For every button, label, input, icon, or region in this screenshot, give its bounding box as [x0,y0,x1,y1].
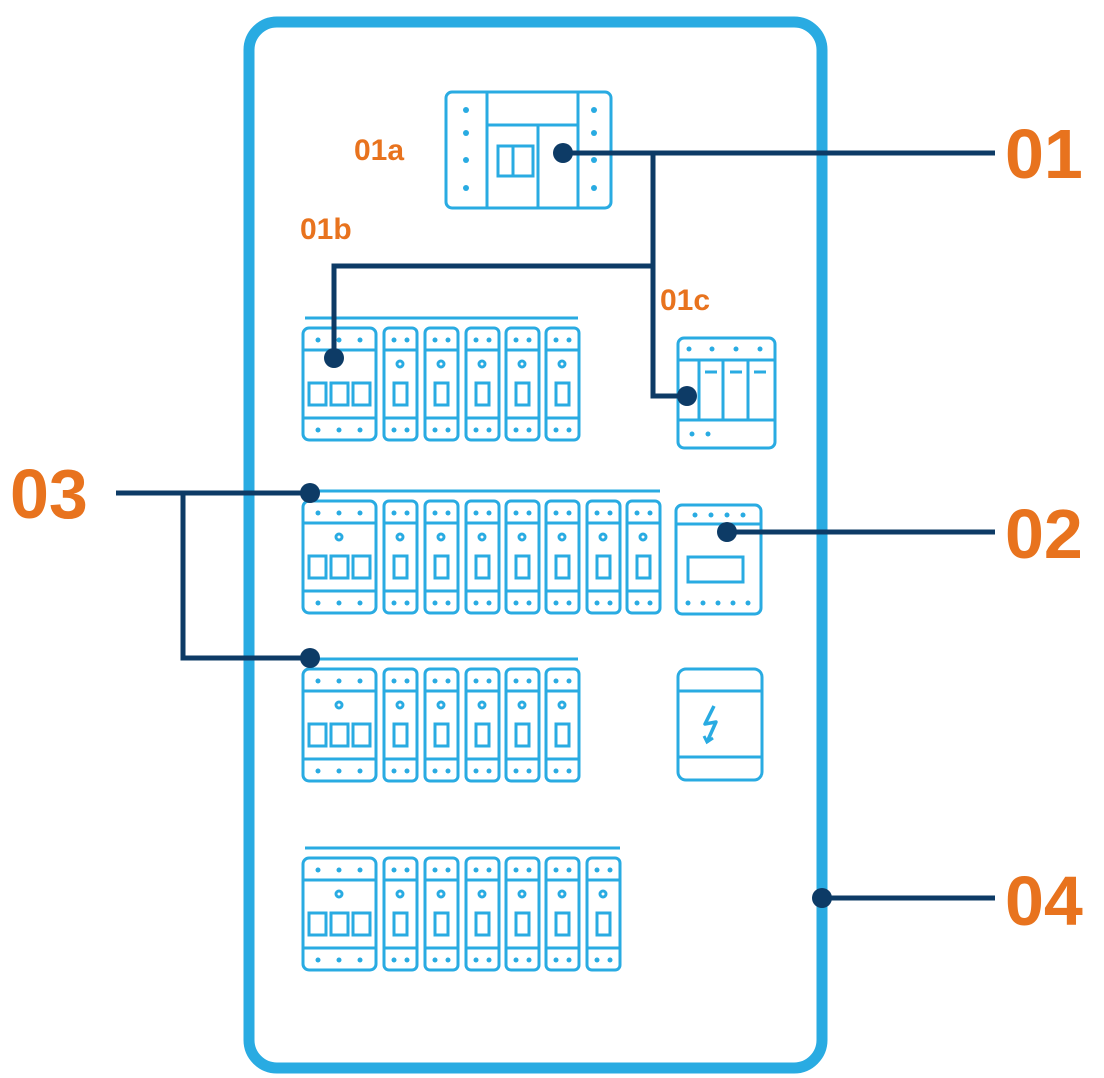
mcb-6 [585,499,622,615]
label-01: 01 [1005,115,1083,193]
energy-meter-02 [674,503,763,616]
breaker-row-4 [301,846,622,972]
meter-box [676,667,764,782]
leader-lines [116,150,995,901]
mcb-4 [504,499,541,615]
mcb-2 [423,326,460,442]
main-breaker [301,326,378,442]
label-04: 04 [1005,862,1083,940]
mcb-5 [544,667,581,783]
mcb-1 [382,326,419,442]
mcb-4 [504,667,541,783]
mcb-6 [585,856,622,972]
leader-01c [650,266,687,399]
leader-03-branch [180,493,310,661]
mcb-1 [382,856,419,972]
mcb-3 [464,856,501,972]
main-breaker [301,667,378,783]
mcb-1 [382,667,419,783]
lightning-icon [703,705,718,743]
breaker-row-2 [301,489,662,615]
mcb-3 [464,499,501,615]
label-01a: 01a [354,134,404,167]
mcb-5 [544,499,581,615]
label-01b: 01b [300,213,352,246]
main-breaker [301,856,378,972]
mcb-1 [382,499,419,615]
mcb-5 [544,326,581,442]
leader-01b [331,153,656,358]
leader-endpoints [300,143,832,908]
label-02: 02 [1005,495,1083,573]
mcb-7 [625,499,662,615]
label-01c: 01c [660,284,710,317]
main-breaker [301,499,378,615]
mcb-2 [423,667,460,783]
main-switch-01a [444,90,613,210]
breaker-row-3 [301,657,581,783]
mcb-5 [544,856,581,972]
mcb-3 [464,326,501,442]
mcb-4 [504,326,541,442]
mcb-2 [423,499,460,615]
mcb-4 [504,856,541,972]
mcb-3 [464,667,501,783]
breaker-row-1 [301,316,581,442]
label-03: 03 [10,455,88,533]
enclosure [243,16,828,1074]
mcb-2 [423,856,460,972]
